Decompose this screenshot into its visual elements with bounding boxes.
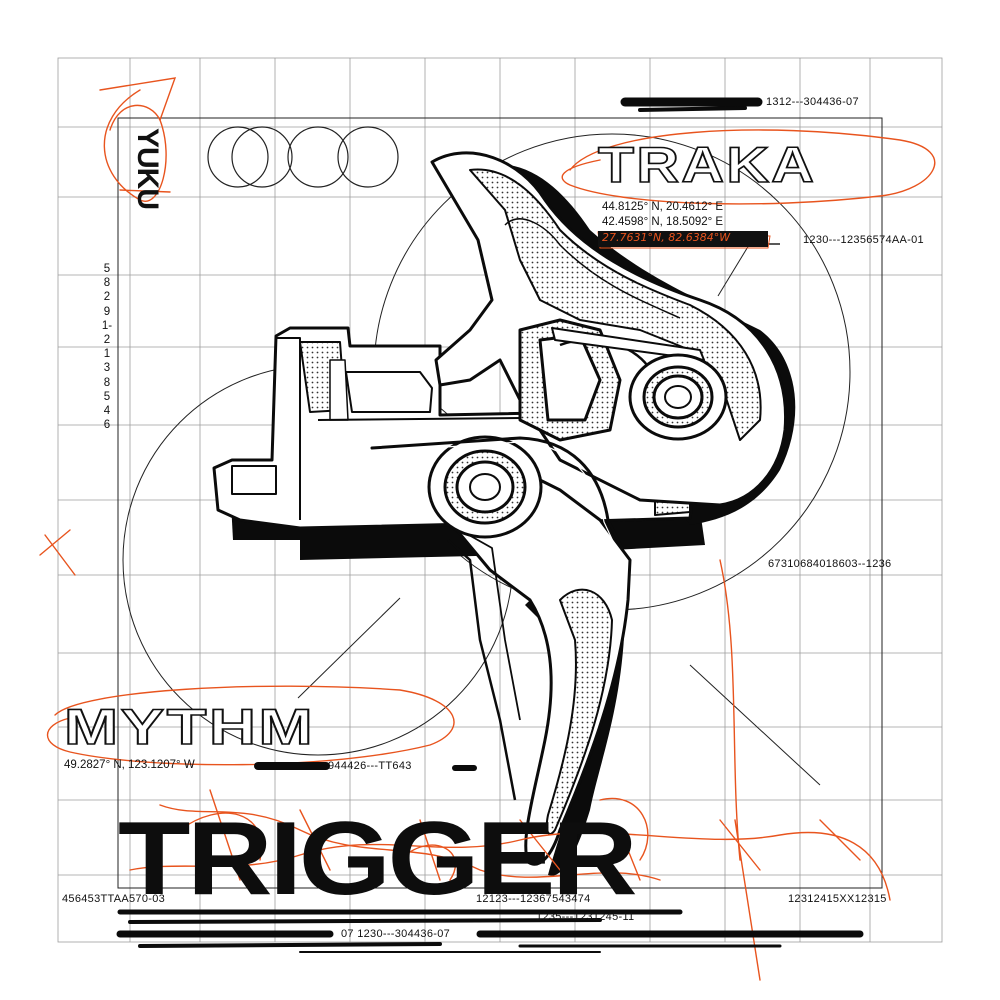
redaction-marks [116,97,864,953]
code-bottom-right: 12312415XX12315 [788,893,887,905]
code-right-middle: 67310684018603--1236 [768,558,892,570]
code-mythm: 944426---TT643 [328,760,412,772]
logo-rings-icon [207,126,399,188]
trigger-title: TRIGGER [118,801,638,917]
disconnector-part [518,318,705,442]
mythm-title: MYTHM [63,698,316,756]
coordinate-bottom-left: 49.2827° N, 123.1207° W [64,759,195,771]
coordinate-line-1: 44.8125° N, 20.4612° E [602,201,724,213]
code-right-upper: 1230---12356574AA-01 [803,234,924,246]
code-top-right: 1312---304436-07 [766,96,859,108]
trigger-blade [438,468,632,866]
code-bottom-left: 456453TTAA570-03 [62,893,166,905]
orange-scribbles [39,77,936,981]
traka-title: TRAKA [597,136,817,194]
trigger-spring [370,436,624,553]
hammer-pin [628,353,728,441]
vertical-code: 58291-2138546 [101,263,113,432]
trigger-pin [427,435,543,539]
code-bottom-repeat: 07 1230---304436-07 [341,928,451,940]
code-bottom-center-low: 1235---1231245-11 [536,911,635,923]
coordinate-line-3-handwritten: 27.7631°N, 82.6384°W [602,231,731,244]
coordinate-line-2: 42.4598° N, 18.5092° E [602,216,724,228]
code-bottom-center: 12123---12367543474 [476,893,591,905]
logo-text: YUKU [131,128,164,210]
coordinate-highlight [598,231,768,247]
